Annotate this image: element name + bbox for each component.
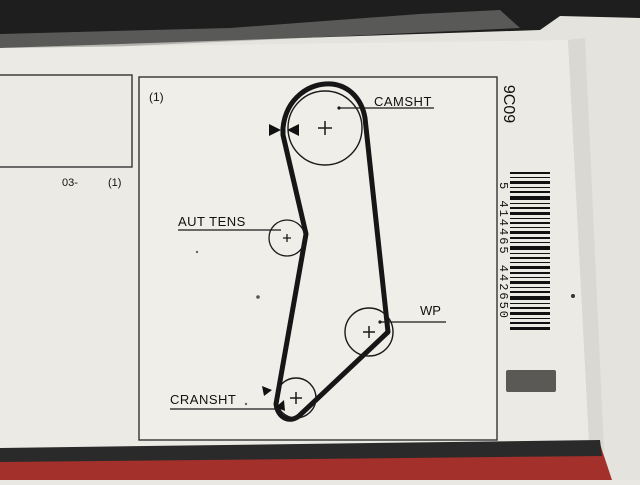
diagram-frame [138, 76, 498, 441]
cam-timing-arrow-left [269, 124, 281, 136]
camshaft-center-mark [318, 121, 332, 135]
left-panel-frame [0, 74, 133, 168]
camshaft-pulley [287, 90, 363, 166]
camshaft-label: CAMSHT [374, 94, 432, 109]
barcode [510, 172, 550, 330]
crank-timing-arrow [262, 386, 272, 396]
left-panel-ref: (1) [108, 177, 122, 189]
tensioner-label: AUT TENS [178, 214, 246, 229]
crankshaft-label: CRANSHT [170, 392, 237, 407]
bottom-shadow [0, 440, 602, 462]
crankshaft-pulley [275, 377, 317, 419]
water-pump-center-mark [363, 326, 375, 338]
box-edge-highlight [0, 10, 520, 52]
water-pump-label: WP [420, 303, 441, 318]
tensioner-center-mark [283, 234, 291, 242]
barcode-digits: 5 414465 442650 [496, 181, 510, 321]
left-panel-code: 03- [62, 177, 78, 189]
box-side-edge [568, 38, 604, 462]
panel-ref-label: (1) [149, 90, 164, 104]
cam-timing-arrow-right [287, 124, 299, 136]
label-patch [506, 370, 556, 392]
water-pump-pulley [344, 307, 394, 357]
timing-belt [273, 81, 391, 422]
tensioner-pulley [268, 219, 306, 257]
part-code-label: 9C09 [500, 84, 517, 124]
crankshaft-center-mark [290, 392, 302, 404]
crank-timing-arrow-2 [276, 400, 285, 411]
